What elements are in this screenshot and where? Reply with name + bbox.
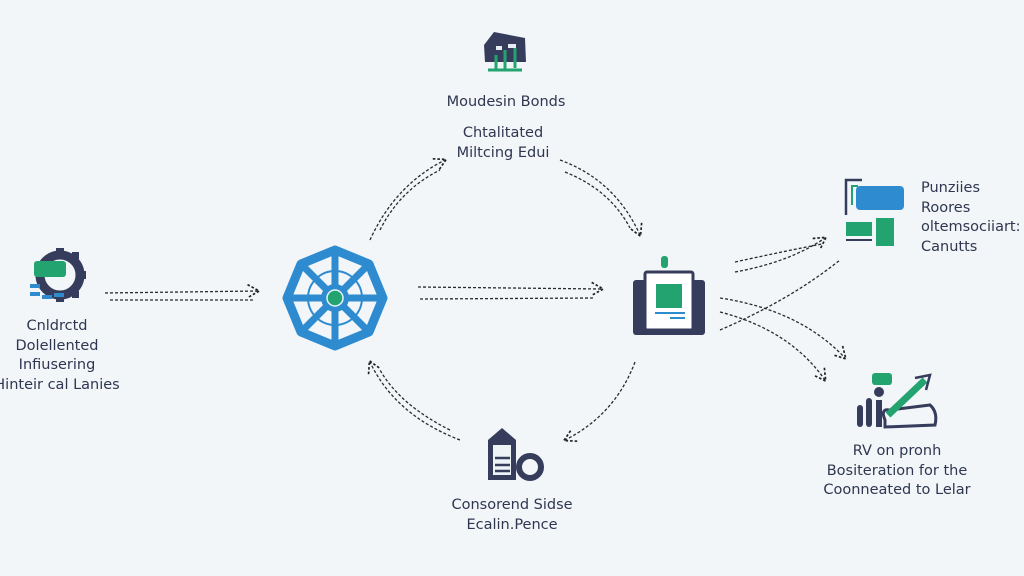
arrow-top-to-device bbox=[559, 159, 640, 235]
label-line: oltemsociiart: bbox=[921, 219, 1021, 235]
label-line: RV on pronh bbox=[852, 443, 942, 459]
top-node-label: Chtalitated Miltcing Edui bbox=[457, 124, 550, 163]
document-gear-icon bbox=[488, 428, 544, 481]
arrow-device-to-right-bottom bbox=[719, 297, 845, 358]
label-line: Cnldrctd bbox=[26, 318, 88, 334]
label-line: Ecalin.Pence bbox=[466, 516, 558, 533]
left-node-label: Cnldrctd Dolellented Infiusering Hinteir… bbox=[0, 317, 120, 395]
arrow-device-to-right-top-3 bbox=[719, 259, 841, 331]
arrow-device-to-right-top-2 bbox=[734, 243, 823, 263]
server-blocks-icon bbox=[844, 178, 904, 246]
label-line: Chtalitated bbox=[462, 125, 544, 141]
gear-data-icon bbox=[30, 248, 86, 302]
right-bottom-node-label: RV on pronh Bositeration for the Coonnea… bbox=[823, 442, 970, 501]
arrow-bottom-to-center bbox=[370, 362, 461, 441]
label-line: Miltcing Edui bbox=[456, 144, 550, 161]
arrow-device-to-right-top bbox=[734, 238, 825, 273]
top-node-title: Moudesin Bonds bbox=[446, 94, 566, 110]
label-line: Hinteir cal Lanies bbox=[0, 376, 120, 393]
arrow-center-to-top-2 bbox=[379, 169, 441, 231]
document-device-icon bbox=[633, 256, 705, 335]
right-top-node-label: Punziies Roores oltemsociiart: Canutts bbox=[921, 179, 1021, 257]
label-line: Canutts bbox=[921, 238, 978, 255]
arrow-center-to-device bbox=[417, 287, 602, 289]
arrow-left-to-center bbox=[104, 291, 258, 293]
arrow-bottom-to-center-2 bbox=[379, 369, 451, 431]
arrow-top-to-device-2 bbox=[564, 171, 631, 229]
label-line: Coonneated to Lelar bbox=[823, 482, 971, 498]
growth-chart-icon bbox=[857, 373, 938, 429]
label-line: Roores bbox=[921, 199, 971, 216]
arrow-center-to-device-2 bbox=[419, 297, 596, 300]
label-line: Bositeration for the bbox=[826, 462, 968, 479]
building-network-icon bbox=[484, 32, 526, 72]
label-line: Consorend Sidse bbox=[451, 497, 573, 513]
bottom-node-label: Consorend Sidse Ecalin.Pence bbox=[451, 496, 572, 535]
label-line: Punziies bbox=[921, 180, 981, 196]
arrow-device-to-right-bottom-2 bbox=[719, 311, 825, 380]
label-line: Infiusering bbox=[18, 357, 96, 373]
label-line: Dolellented bbox=[15, 337, 99, 354]
arrow-center-to-top bbox=[369, 160, 445, 241]
wheel-hub-icon bbox=[282, 245, 388, 351]
arrow-device-to-bottom bbox=[565, 361, 636, 440]
